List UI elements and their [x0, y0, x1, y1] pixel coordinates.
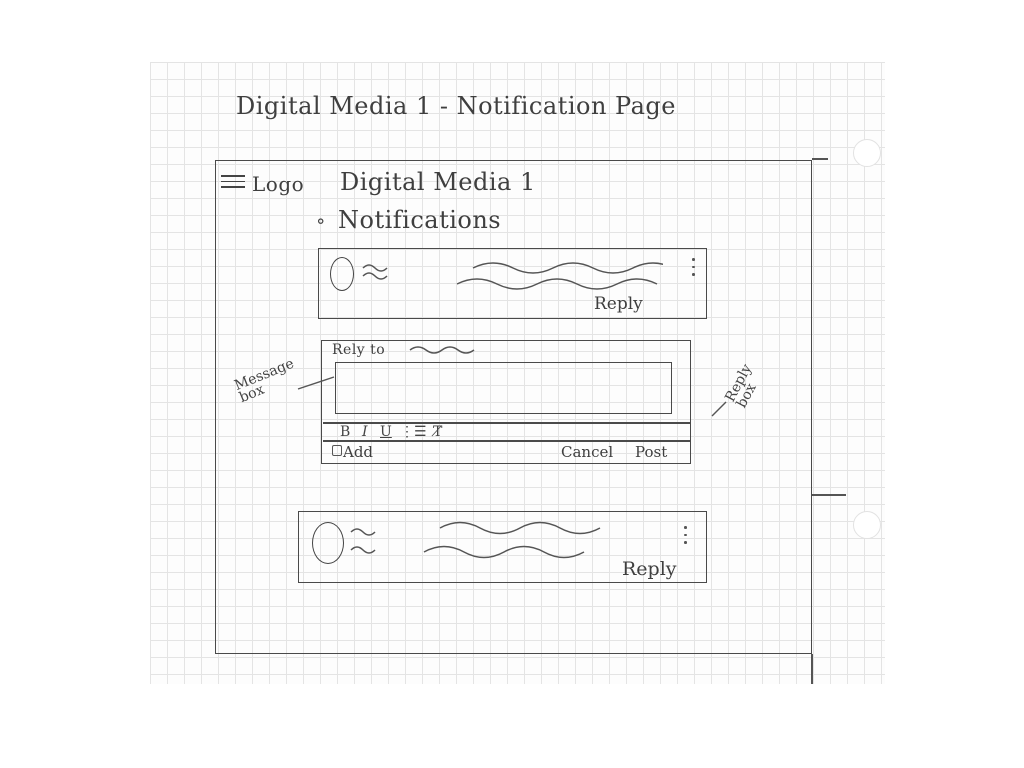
toolbar-divider [323, 422, 690, 424]
bell-icon: ⚬ [314, 212, 328, 231]
message-preview-placeholder [456, 262, 663, 290]
frame-edge [812, 494, 846, 496]
bold-button[interactable]: B [340, 424, 351, 440]
page-frame [215, 160, 812, 654]
username-placeholder [350, 528, 376, 554]
reply-recipient-placeholder [409, 346, 475, 354]
more-options-icon[interactable] [684, 526, 688, 549]
reply-button[interactable]: Reply [622, 558, 677, 580]
binder-hole [853, 139, 881, 167]
more-options-icon[interactable] [692, 258, 696, 281]
post-button[interactable]: Post [635, 443, 668, 461]
reply-to-label: Rely to [332, 342, 386, 358]
site-title: Digital Media 1 [340, 168, 536, 196]
avatar [312, 522, 344, 564]
annotation-pointer [297, 376, 335, 390]
message-input[interactable] [335, 362, 672, 414]
graph-paper [150, 62, 885, 684]
toolbar-divider [323, 440, 690, 442]
page-title: Digital Media 1 - Notification Page [236, 92, 676, 120]
reply-button[interactable]: Reply [594, 294, 643, 314]
frame-edge [811, 654, 813, 684]
notifications-heading: Notifications [338, 206, 502, 234]
logo[interactable]: Logo [252, 172, 305, 196]
cancel-button[interactable]: Cancel [561, 443, 614, 461]
italic-button[interactable]: I [362, 424, 368, 440]
binder-hole [853, 511, 881, 539]
list-button[interactable]: ⋮☰ [400, 424, 427, 440]
reply-box [321, 340, 691, 464]
username-placeholder [362, 264, 388, 280]
notification-card[interactable] [318, 248, 707, 319]
notification-card[interactable] [298, 511, 707, 583]
add-button[interactable]: Add [343, 443, 374, 461]
annotation-pointer [711, 401, 727, 417]
frame-edge [812, 158, 828, 160]
message-preview-placeholder [423, 521, 601, 559]
attachment-icon [332, 445, 342, 456]
hamburger-menu-icon[interactable] [221, 175, 247, 191]
underline-button[interactable]: U [380, 424, 392, 440]
clear-format-button[interactable]: T̸ [433, 424, 443, 440]
avatar [330, 257, 354, 291]
